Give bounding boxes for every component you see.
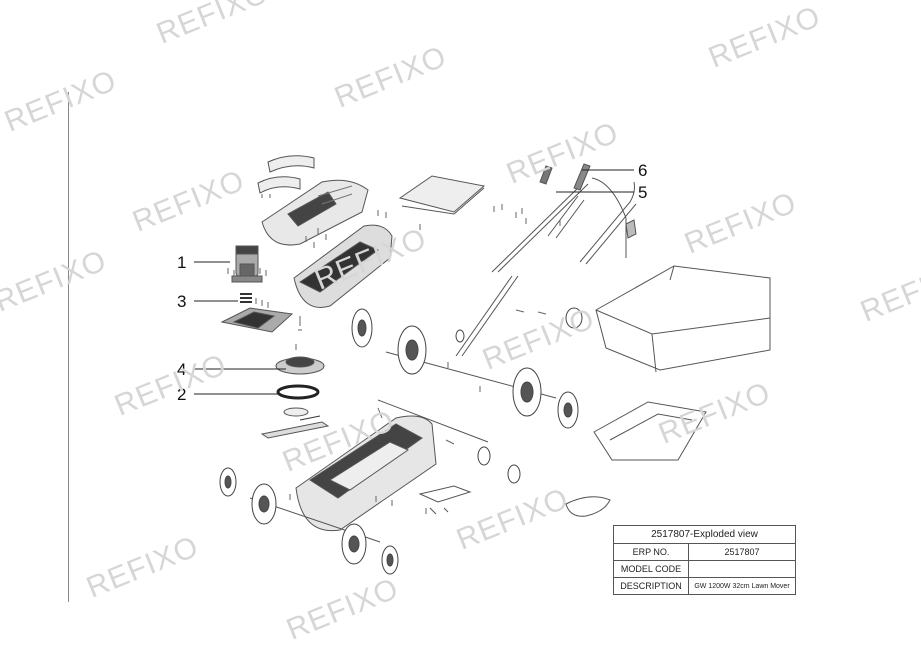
callout-2: 2: [177, 385, 187, 404]
callout-4: 4: [177, 360, 187, 379]
model-code-value: [688, 560, 796, 578]
lower-handle: [455, 275, 519, 357]
wheels: [219, 307, 583, 575]
table-row: MODEL CODE: [613, 560, 796, 578]
erp-label: ERP NO.: [613, 543, 689, 561]
description-value: GW 1200W 32cm Lawn Mover: [688, 577, 796, 595]
info-table-title: 2517807-Exploded view: [613, 525, 796, 544]
grass-bag-frame: [593, 401, 707, 461]
drive-belt: [276, 384, 320, 400]
handle-bar-left: [491, 183, 589, 273]
rear-cover: [398, 175, 486, 213]
erp-value: 2517807: [688, 543, 796, 561]
height-plate: [418, 485, 472, 503]
table-row: DESCRIPTION GW 1200W 32cm Lawn Mover: [613, 577, 796, 595]
info-table: 2517807-Exploded view ERP NO. 2517807 MO…: [613, 525, 796, 595]
callout-3: 3: [177, 292, 187, 311]
handle-bar-right: [579, 181, 637, 265]
callout-5: 5: [638, 183, 648, 202]
blade: [260, 421, 330, 439]
grass-bag: [595, 265, 771, 371]
cable: [591, 177, 627, 258]
safety-lever: [573, 163, 591, 191]
fasteners: [227, 194, 561, 514]
chute-cover: [565, 496, 611, 517]
motor: [231, 245, 263, 283]
spring: [240, 293, 252, 303]
table-row: ERP NO. 2517807: [613, 543, 796, 561]
callout-6: 6: [638, 161, 648, 180]
side-cover: [625, 219, 637, 239]
mid-axle: [377, 399, 489, 443]
model-code-label: MODEL CODE: [613, 560, 689, 578]
margin-rule: [68, 92, 69, 602]
handle-grip-upper: [267, 155, 315, 173]
callout-1: 1: [177, 253, 187, 272]
handle-grip-lower: [257, 176, 301, 194]
description-label: DESCRIPTION: [613, 577, 689, 595]
